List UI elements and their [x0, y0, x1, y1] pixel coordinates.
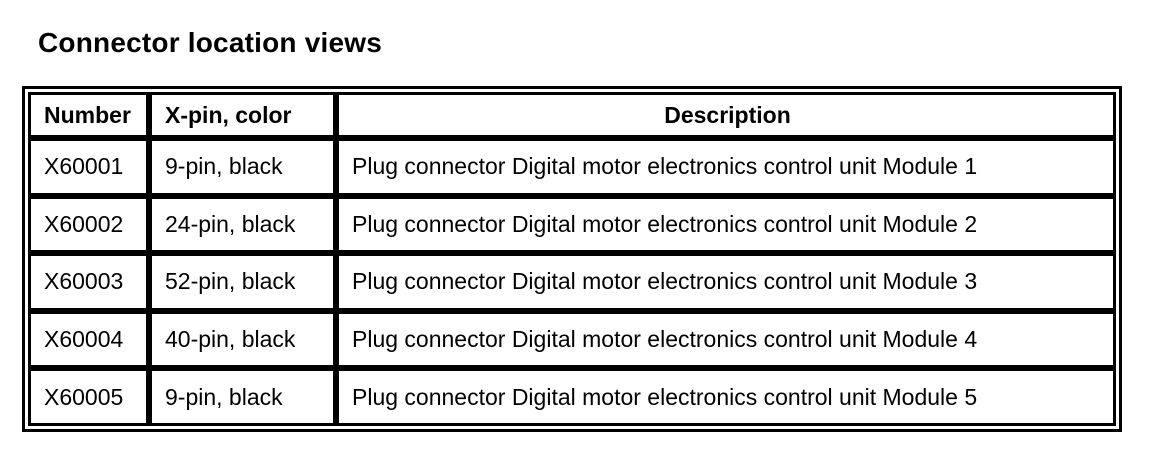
cell-number: X60005 [28, 368, 149, 426]
cell-number: X60003 [28, 253, 149, 311]
cell-number: X60001 [28, 138, 149, 196]
column-header-description: Description [336, 92, 1116, 138]
cell-description: Plug connector Digital motor electronics… [336, 310, 1116, 369]
page-title: Connector location views [38, 26, 382, 58]
cell-description: Plug connector Digital motor electronics… [336, 253, 1116, 311]
cell-pin-color: 9-pin, black [149, 368, 336, 426]
table-header-row: Number X-pin, color Description [28, 92, 1116, 138]
cell-pin-color: 52-pin, black [149, 253, 336, 311]
cell-description: Plug connector Digital motor electronics… [336, 138, 1116, 196]
cell-pin-color: 9-pin, black [149, 138, 336, 196]
cell-pin-color: 24-pin, black [149, 195, 336, 254]
cell-pin-color: 40-pin, black [149, 310, 336, 369]
column-header-number: Number [28, 92, 149, 138]
cell-description: Plug connector Digital motor electronics… [336, 368, 1116, 426]
cell-number: X60004 [28, 310, 149, 369]
cell-number: X60002 [28, 195, 149, 254]
column-header-pin-color: X-pin, color [149, 92, 336, 138]
cell-description: Plug connector Digital motor electronics… [336, 195, 1116, 254]
